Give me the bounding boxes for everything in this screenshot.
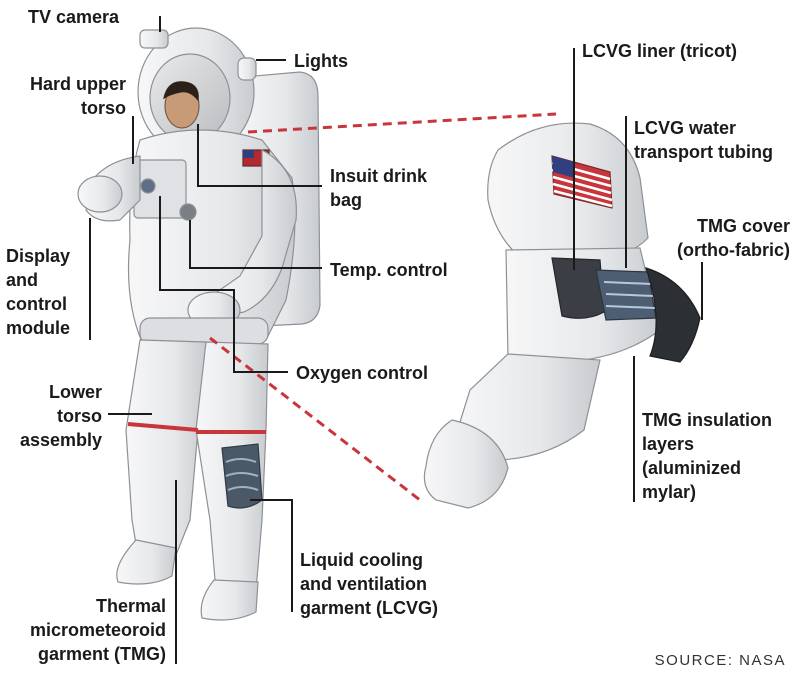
oxygen-knob xyxy=(140,178,156,194)
leader-insuit-drink-bag xyxy=(197,124,322,187)
knee-band-right xyxy=(127,422,199,432)
source-credit: SOURCE: NASA xyxy=(654,652,786,669)
zoom-line-top xyxy=(247,112,557,134)
closeup-flag xyxy=(551,155,613,209)
leader-oxygen-control xyxy=(159,196,288,373)
right-boot xyxy=(116,539,177,585)
helmet-light xyxy=(237,57,257,81)
tmg-cover-flap xyxy=(645,267,701,363)
tv-camera-mount xyxy=(139,29,169,49)
leader-lines xyxy=(89,16,703,664)
label-tv-camera: TV camera xyxy=(28,7,120,27)
label-lcvg-liner: LCVG liner (tricot) xyxy=(582,41,738,61)
label-lights: Lights xyxy=(294,51,348,71)
label-oxygen-control: Oxygen control xyxy=(296,363,429,383)
zoom-lines xyxy=(209,112,557,502)
hair xyxy=(163,81,199,102)
left-boot xyxy=(200,579,259,621)
closeup-glove xyxy=(423,419,509,509)
arm-closeup-illustration xyxy=(423,122,701,509)
label-temp-control: Temp. control xyxy=(330,260,448,280)
temp-knob xyxy=(179,203,197,221)
leader-lcvg xyxy=(250,499,293,612)
right-glove xyxy=(77,175,123,213)
right-leg xyxy=(125,339,207,563)
leader-temp-control xyxy=(189,220,322,269)
label-tmg-cover: TMG cover(ortho-fabric) xyxy=(677,216,790,260)
